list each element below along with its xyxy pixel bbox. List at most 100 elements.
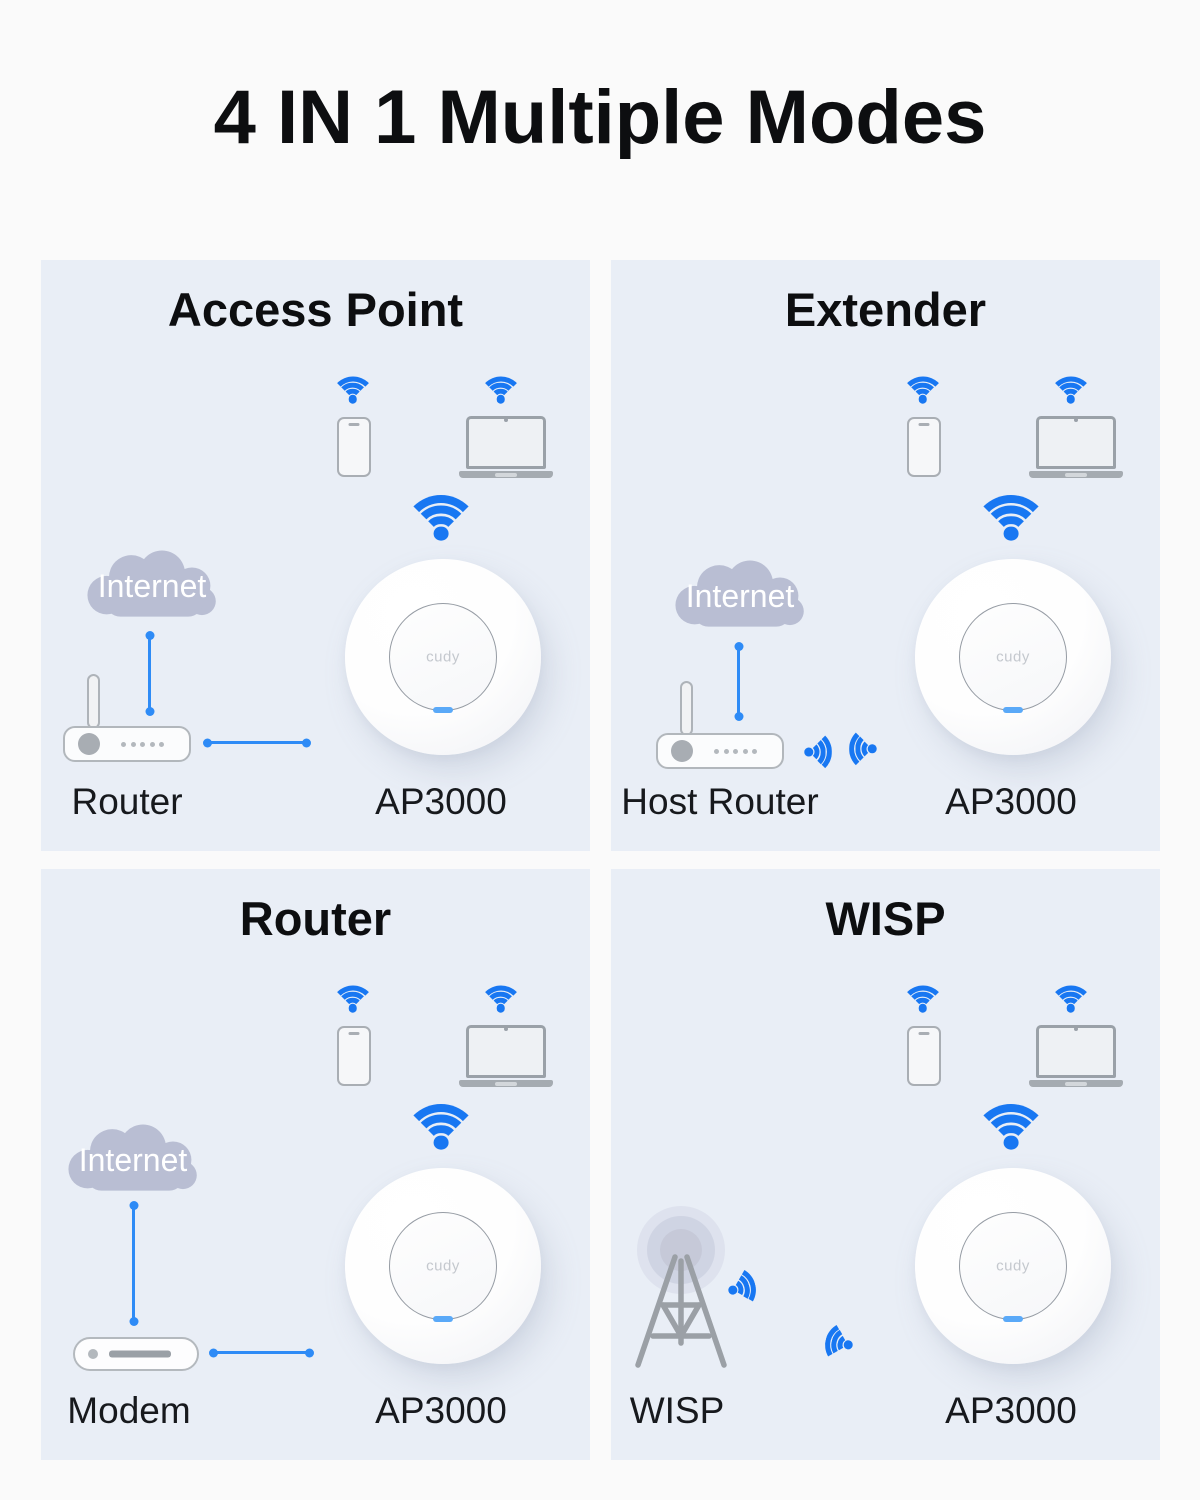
- router-led-dots: [121, 742, 164, 747]
- device-label: AP3000: [375, 1390, 507, 1431]
- wifi-arc: [900, 985, 945, 1031]
- status-led: [433, 707, 453, 713]
- wireless-router-icon: [656, 681, 784, 769]
- laptop-screen: [466, 416, 546, 469]
- panel-title: Router: [239, 892, 392, 945]
- device-label: Router: [71, 781, 183, 822]
- modem-icon: [73, 1337, 199, 1371]
- wifi-arc: [478, 985, 523, 1031]
- page-title: 4 IN 1 Multiple Modes: [213, 75, 987, 160]
- wifi-arc: [982, 1114, 1040, 1171]
- wifi-arc: [330, 985, 375, 1031]
- wifi-icon: [972, 493, 1050, 543]
- wifi-icon: [330, 376, 375, 405]
- router-led-dots: [714, 749, 757, 754]
- wifi-dot: [348, 1004, 357, 1013]
- cudy-logo: cudy: [996, 1257, 1030, 1275]
- panel-title: Extender: [784, 283, 987, 336]
- smartphone-icon: [337, 1026, 371, 1086]
- ap-inner-ring: cudy: [389, 603, 497, 713]
- laptop-screen: [1036, 416, 1116, 469]
- wifi-arc: [1048, 376, 1093, 422]
- ap3000-device: cudy: [345, 559, 541, 755]
- wifi-icon: [900, 985, 945, 1014]
- ap-inner-ring: cudy: [959, 603, 1067, 713]
- wifi-arc: [484, 991, 517, 1025]
- wifi-arc: [330, 376, 375, 422]
- vertical-connector: [148, 635, 151, 712]
- wifi-arc: [906, 382, 939, 416]
- panel-router: Router Internet cudy Modem AP3: [41, 869, 590, 1460]
- wifi-arc: [402, 1103, 480, 1182]
- wireless-router-icon: [63, 674, 191, 762]
- laptop-screen: [1036, 1025, 1116, 1078]
- wifi-signal-out-icon: [704, 1261, 762, 1319]
- internet-cloud-icon: Internet: [58, 1123, 208, 1196]
- device-label: AP3000: [375, 781, 507, 822]
- wifi-icon: [478, 376, 523, 405]
- modes-grid: Access Point Internet cudy: [41, 260, 1160, 1460]
- panel-wisp: WISP: [611, 869, 1160, 1460]
- laptop-base: [1029, 1080, 1123, 1087]
- wifi-dot: [433, 526, 449, 541]
- wifi-dot: [348, 395, 357, 404]
- smartphone-icon: [337, 417, 371, 477]
- panel-title: Access Point: [167, 283, 464, 336]
- wifi-icon: [1048, 985, 1093, 1014]
- laptop-icon: [1029, 416, 1123, 478]
- wifi-arc: [412, 1114, 470, 1171]
- cloud-label: Internet: [97, 568, 207, 604]
- wifi-signal-in-icon: [848, 725, 895, 772]
- internet-cloud-icon: Internet: [77, 549, 227, 622]
- wifi-arc: [993, 1124, 1029, 1161]
- wifi-icon: [972, 1102, 1050, 1152]
- wifi-arc: [478, 376, 523, 422]
- wifi-arc: [423, 1124, 459, 1161]
- wifi-arc: [900, 376, 945, 422]
- wifi-dot: [804, 747, 814, 757]
- device-label: AP3000: [945, 1390, 1077, 1431]
- panel-title: WISP: [825, 892, 946, 945]
- ap3000-device: cudy: [915, 1168, 1111, 1364]
- wifi-dot: [867, 744, 877, 754]
- wifi-arc: [972, 1103, 1050, 1182]
- cloud-label: Internet: [685, 578, 795, 614]
- wifi-dot: [918, 395, 927, 404]
- wifi-icon: [900, 376, 945, 405]
- wifi-dot: [1066, 395, 1075, 404]
- vertical-connector: [737, 646, 740, 717]
- device-label: Host Router: [621, 781, 819, 822]
- wifi-dot: [1066, 1004, 1075, 1013]
- cloud-shape: [68, 1124, 197, 1191]
- panel-access-point: Access Point Internet cudy: [41, 260, 590, 851]
- wifi-arc: [1054, 382, 1087, 416]
- cudy-logo: cudy: [996, 648, 1030, 666]
- device-label: Modem: [67, 1390, 191, 1431]
- smartphone-icon: [907, 1026, 941, 1086]
- wifi-dot: [496, 1004, 505, 1013]
- router-power-dot: [78, 733, 100, 755]
- wifi-arc: [982, 505, 1040, 562]
- status-led: [1003, 1316, 1023, 1322]
- device-label: WISP: [629, 1390, 725, 1431]
- router-antenna: [87, 674, 100, 729]
- laptop-icon: [1029, 1025, 1123, 1087]
- wifi-arc: [342, 389, 363, 410]
- wifi-arc: [412, 505, 470, 562]
- ap3000-device: cudy: [915, 559, 1111, 755]
- laptop-screen: [466, 1025, 546, 1078]
- wifi-arc: [1054, 991, 1087, 1025]
- panel-extender: Extender Internet cud: [611, 260, 1160, 851]
- wifi-arc: [1048, 985, 1093, 1031]
- wifi-arc: [1060, 389, 1081, 410]
- wifi-icon: [402, 1102, 480, 1152]
- status-led: [433, 1316, 453, 1322]
- vertical-connector: [132, 1205, 135, 1322]
- wifi-arc: [342, 998, 363, 1019]
- wifi-icon: [330, 985, 375, 1014]
- wifi-dot: [1003, 526, 1019, 541]
- wifi-arc: [336, 991, 369, 1025]
- cloud-shape: [87, 550, 216, 617]
- cloud-shape: [675, 560, 804, 627]
- laptop-base: [459, 1080, 553, 1087]
